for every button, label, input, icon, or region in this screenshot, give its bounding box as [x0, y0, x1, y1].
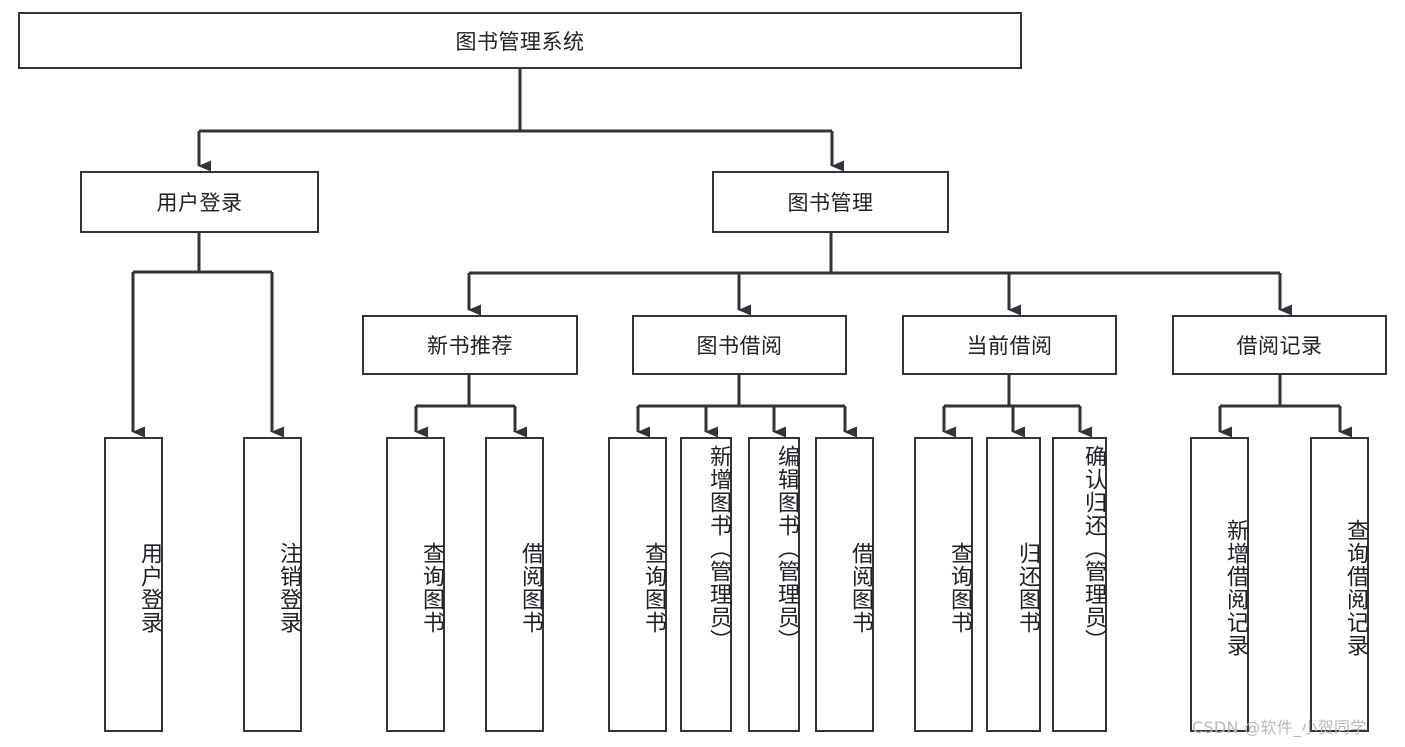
- leaf-logout-label: 注销登录: [276, 541, 301, 634]
- leaf-edit-book-admin-label: 编辑图书（管理员）: [774, 445, 799, 652]
- node-book-management-label: 图书管理: [787, 191, 874, 215]
- leaf-add-borrow-record-label: 新增借阅记录: [1223, 518, 1248, 657]
- leaf-query-book-current[interactable]: 查询图书: [914, 437, 973, 732]
- node-book-management[interactable]: 图书管理: [712, 171, 949, 233]
- leaf-logout[interactable]: 注销登录: [243, 437, 302, 732]
- leaf-borrow-book-borrow-label: 借阅图书: [848, 541, 873, 634]
- node-book-borrow[interactable]: 图书借阅: [632, 315, 847, 375]
- leaf-query-borrow-record[interactable]: 查询借阅记录: [1310, 437, 1369, 732]
- node-current-borrow-label: 当前借阅: [966, 334, 1053, 358]
- leaf-query-book-borrow-label: 查询图书: [641, 541, 666, 634]
- leaf-add-borrow-record[interactable]: 新增借阅记录: [1190, 437, 1249, 732]
- leaf-return-book[interactable]: 归还图书: [986, 437, 1041, 732]
- node-borrow-record-label: 借阅记录: [1236, 334, 1323, 358]
- leaf-query-book-current-label: 查询图书: [947, 541, 972, 634]
- node-new-book-recommend[interactable]: 新书推荐: [362, 315, 578, 375]
- node-current-borrow[interactable]: 当前借阅: [902, 315, 1117, 375]
- node-root-label: 图书管理系统: [455, 29, 585, 54]
- leaf-query-book-newbook[interactable]: 查询图书: [386, 437, 445, 732]
- leaf-confirm-return-admin[interactable]: 确认归还（管理员）: [1052, 437, 1107, 732]
- leaf-borrow-book-newbook[interactable]: 借阅图书: [485, 437, 544, 732]
- leaf-add-book-admin-label: 新增图书（管理员）: [706, 445, 731, 652]
- node-user-login-label: 用户登录: [156, 191, 243, 215]
- node-root[interactable]: 图书管理系统: [18, 12, 1022, 69]
- leaf-user-login[interactable]: 用户登录: [104, 437, 163, 732]
- leaf-confirm-return-admin-label: 确认归还（管理员）: [1081, 445, 1106, 652]
- csdn-watermark: CSDN @软件_小贺同学: [1192, 718, 1367, 737]
- leaf-borrow-book-newbook-label: 借阅图书: [518, 541, 543, 634]
- leaf-add-book-admin[interactable]: 新增图书（管理员）: [680, 437, 732, 732]
- leaf-user-login-label: 用户登录: [137, 541, 162, 634]
- leaf-edit-book-admin[interactable]: 编辑图书（管理员）: [748, 437, 800, 732]
- leaf-query-book-newbook-label: 查询图书: [419, 541, 444, 634]
- leaf-query-book-borrow[interactable]: 查询图书: [608, 437, 667, 732]
- leaf-borrow-book-borrow[interactable]: 借阅图书: [815, 437, 874, 732]
- leaf-query-borrow-record-label: 查询借阅记录: [1343, 518, 1368, 657]
- leaf-return-book-label: 归还图书: [1015, 541, 1040, 634]
- node-user-login[interactable]: 用户登录: [80, 171, 319, 233]
- node-new-book-recommend-label: 新书推荐: [427, 334, 513, 358]
- tree-connectors: [131, 69, 1352, 438]
- node-borrow-record[interactable]: 借阅记录: [1172, 315, 1387, 375]
- node-book-borrow-label: 图书借阅: [696, 334, 783, 358]
